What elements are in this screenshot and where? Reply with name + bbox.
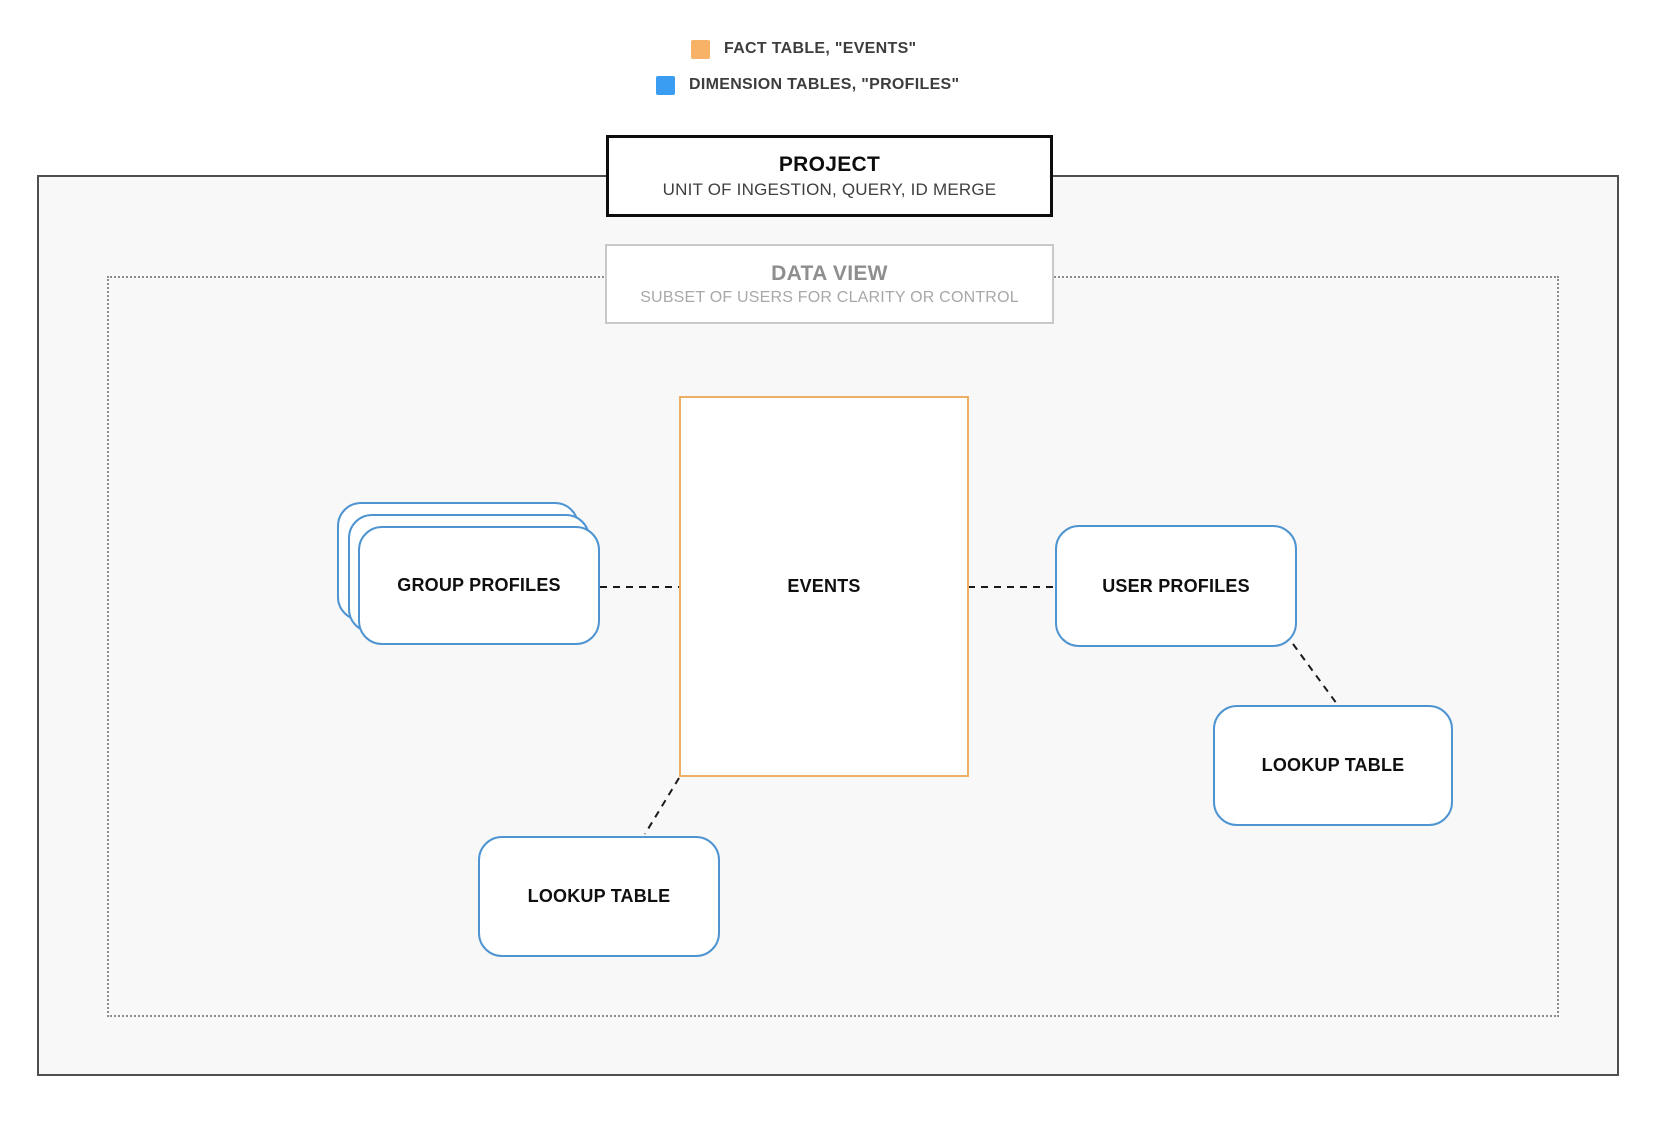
legend-label-fact-table: FACT TABLE, "EVENTS": [724, 40, 917, 57]
node-lookup-table-bottom-label: LOOKUP TABLE: [527, 886, 671, 906]
node-user-profiles: USER PROFILES: [1055, 525, 1297, 647]
legend-label-dimension-tables: DIMENSION TABLES, "PROFILES": [689, 76, 960, 93]
data-view-subtitle: SUBSET OF USERS FOR CLARITY OR CONTROL: [640, 288, 1019, 306]
node-events: EVENTS: [679, 396, 969, 777]
node-group-profiles-label: GROUP PROFILES: [397, 575, 561, 595]
fact-table-swatch-icon: [691, 39, 710, 59]
project-header: PROJECT UNIT OF INGESTION, QUERY, ID MER…: [606, 135, 1053, 217]
data-view-header: DATA VIEW SUBSET OF USERS FOR CLARITY OR…: [605, 244, 1054, 324]
node-lookup-table-bottom: LOOKUP TABLE: [478, 836, 720, 957]
legend-item-dimension-tables: DIMENSION TABLES, "PROFILES": [656, 75, 959, 95]
node-user-profiles-label: USER PROFILES: [1102, 575, 1250, 596]
node-lookup-table-right: LOOKUP TABLE: [1213, 705, 1453, 826]
dimension-tables-swatch-icon: [656, 75, 675, 95]
node-lookup-table-right-label: LOOKUP TABLE: [1261, 755, 1405, 775]
data-view-title: DATA VIEW: [771, 261, 888, 285]
node-group-profiles: GROUP PROFILES: [358, 526, 600, 645]
project-title: PROJECT: [778, 152, 881, 176]
node-events-label: EVENTS: [787, 576, 861, 596]
legend-item-fact-table: FACT TABLE, "EVENTS": [691, 39, 916, 59]
project-subtitle: UNIT OF INGESTION, QUERY, ID MERGE: [662, 179, 997, 199]
